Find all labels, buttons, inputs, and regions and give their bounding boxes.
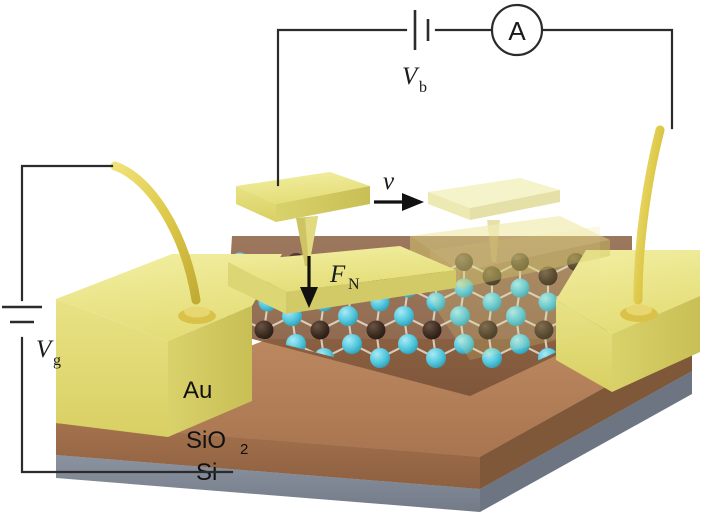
layer-label-sio2-sub: 2: [240, 441, 248, 458]
ammeter-label: A: [508, 16, 526, 46]
gate-voltage-label: V: [36, 336, 54, 363]
afm-tip: [296, 216, 318, 266]
bias-voltage-label: V: [402, 63, 420, 90]
bias-battery-symbol[interactable]: [413, 10, 430, 50]
bias-voltage-sublabel: b: [419, 79, 427, 96]
bond-wire-right: [620, 125, 665, 322]
gate-voltage-sublabel: g: [53, 352, 61, 369]
normal-force-sublabel: N: [348, 276, 360, 293]
stack-labels: SiO 2 Si: [186, 427, 248, 486]
gold-electrode-left: Au: [56, 254, 282, 437]
afm-cantilever: [236, 172, 370, 222]
normal-force-label: F: [329, 261, 346, 288]
velocity-label: v: [383, 168, 395, 195]
sample-flake: [228, 246, 456, 314]
bias-circuit: [276, 28, 674, 187]
normal-force-arrow: [300, 256, 318, 308]
layer-label-au: Au: [183, 377, 212, 404]
bond-wire-left: [110, 161, 216, 324]
velocity-arrow: [374, 193, 424, 211]
gate-battery-symbol[interactable]: [2, 305, 42, 324]
gate-circuit: [20, 164, 234, 474]
ammeter-symbol[interactable]: A: [490, 3, 544, 57]
layer-label-sio2: SiO: [186, 427, 226, 454]
gold-electrode-right: [556, 250, 700, 392]
